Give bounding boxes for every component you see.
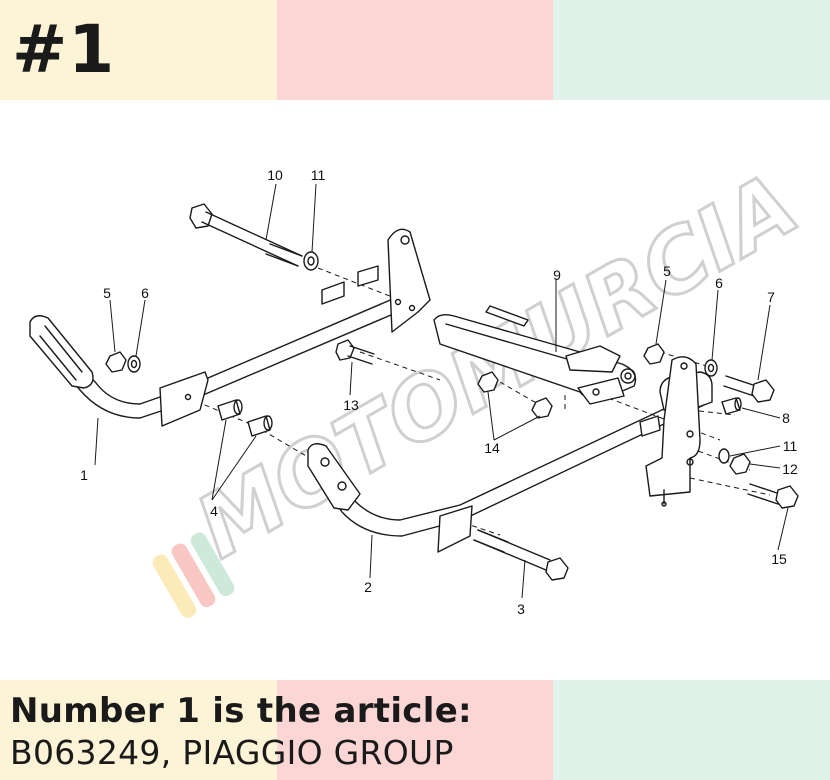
caption-heading: Number 1 is the article: xyxy=(10,691,472,731)
part-13-bolt xyxy=(335,339,375,365)
part-5-nut-left xyxy=(105,351,127,373)
part-14-nuts xyxy=(477,371,553,419)
band-pink xyxy=(276,680,554,780)
part-1-front-frame xyxy=(29,228,431,427)
part-11-washer-right xyxy=(718,448,730,464)
part-11-washer-top xyxy=(303,251,319,271)
callout-8: 8 xyxy=(782,410,790,426)
watermark-brand: MOTOMURCIA xyxy=(181,155,814,578)
callout-9: 9 xyxy=(553,267,561,283)
callout-labels: 1 2 3 4 5 6 7 8 9 10 11 12 13 14 15 5 6 … xyxy=(80,167,798,617)
callout-15: 15 xyxy=(771,551,787,567)
item-number-badge: #1 xyxy=(12,11,116,88)
callout-5-left: 5 xyxy=(103,285,111,301)
callout-11-top: 11 xyxy=(311,167,326,183)
band-yellow xyxy=(0,680,277,780)
band-yellow xyxy=(0,0,277,100)
callout-7: 7 xyxy=(767,289,775,305)
callout-6-right: 6 xyxy=(715,275,723,291)
callout-13: 13 xyxy=(343,397,359,413)
header-color-band xyxy=(0,0,830,100)
part-5-nut-right xyxy=(643,343,665,365)
callout-6-left: 6 xyxy=(141,285,149,301)
callout-3: 3 xyxy=(517,601,525,617)
part-7-bolt xyxy=(723,375,775,403)
band-pink xyxy=(276,0,554,100)
callout-11-right: 11 xyxy=(783,438,798,454)
callout-2: 2 xyxy=(364,579,372,595)
part-15-bolt xyxy=(747,483,799,509)
part-6-washer-right xyxy=(704,359,718,377)
part-9-bracket xyxy=(433,305,637,405)
footer-color-band xyxy=(0,680,830,780)
leader-lines xyxy=(94,183,789,599)
watermark-stripes xyxy=(152,532,235,619)
part-10-long-bolt xyxy=(189,203,303,267)
part-6-washer-left xyxy=(127,355,141,373)
callout-14: 14 xyxy=(484,440,500,456)
article-reference: B063249, PIAGGIO GROUP xyxy=(10,733,454,772)
part-4-spacers xyxy=(217,399,273,437)
callout-4: 4 xyxy=(210,503,218,519)
part-right-mount-bracket xyxy=(645,356,701,507)
exploded-parts-diagram: MOTOMURCIA xyxy=(29,153,815,619)
callout-10: 10 xyxy=(267,167,283,183)
band-mint xyxy=(553,680,830,780)
callout-1: 1 xyxy=(80,467,88,483)
callout-5-right: 5 xyxy=(663,263,671,279)
callout-12: 12 xyxy=(782,461,798,477)
part-3-long-bolt xyxy=(473,529,569,581)
part-12-nut xyxy=(729,453,751,475)
article-caption: Number 1 is the article: B063249, PIAGGI… xyxy=(10,690,472,774)
band-mint xyxy=(553,0,830,100)
part-8-spacer xyxy=(721,397,742,415)
